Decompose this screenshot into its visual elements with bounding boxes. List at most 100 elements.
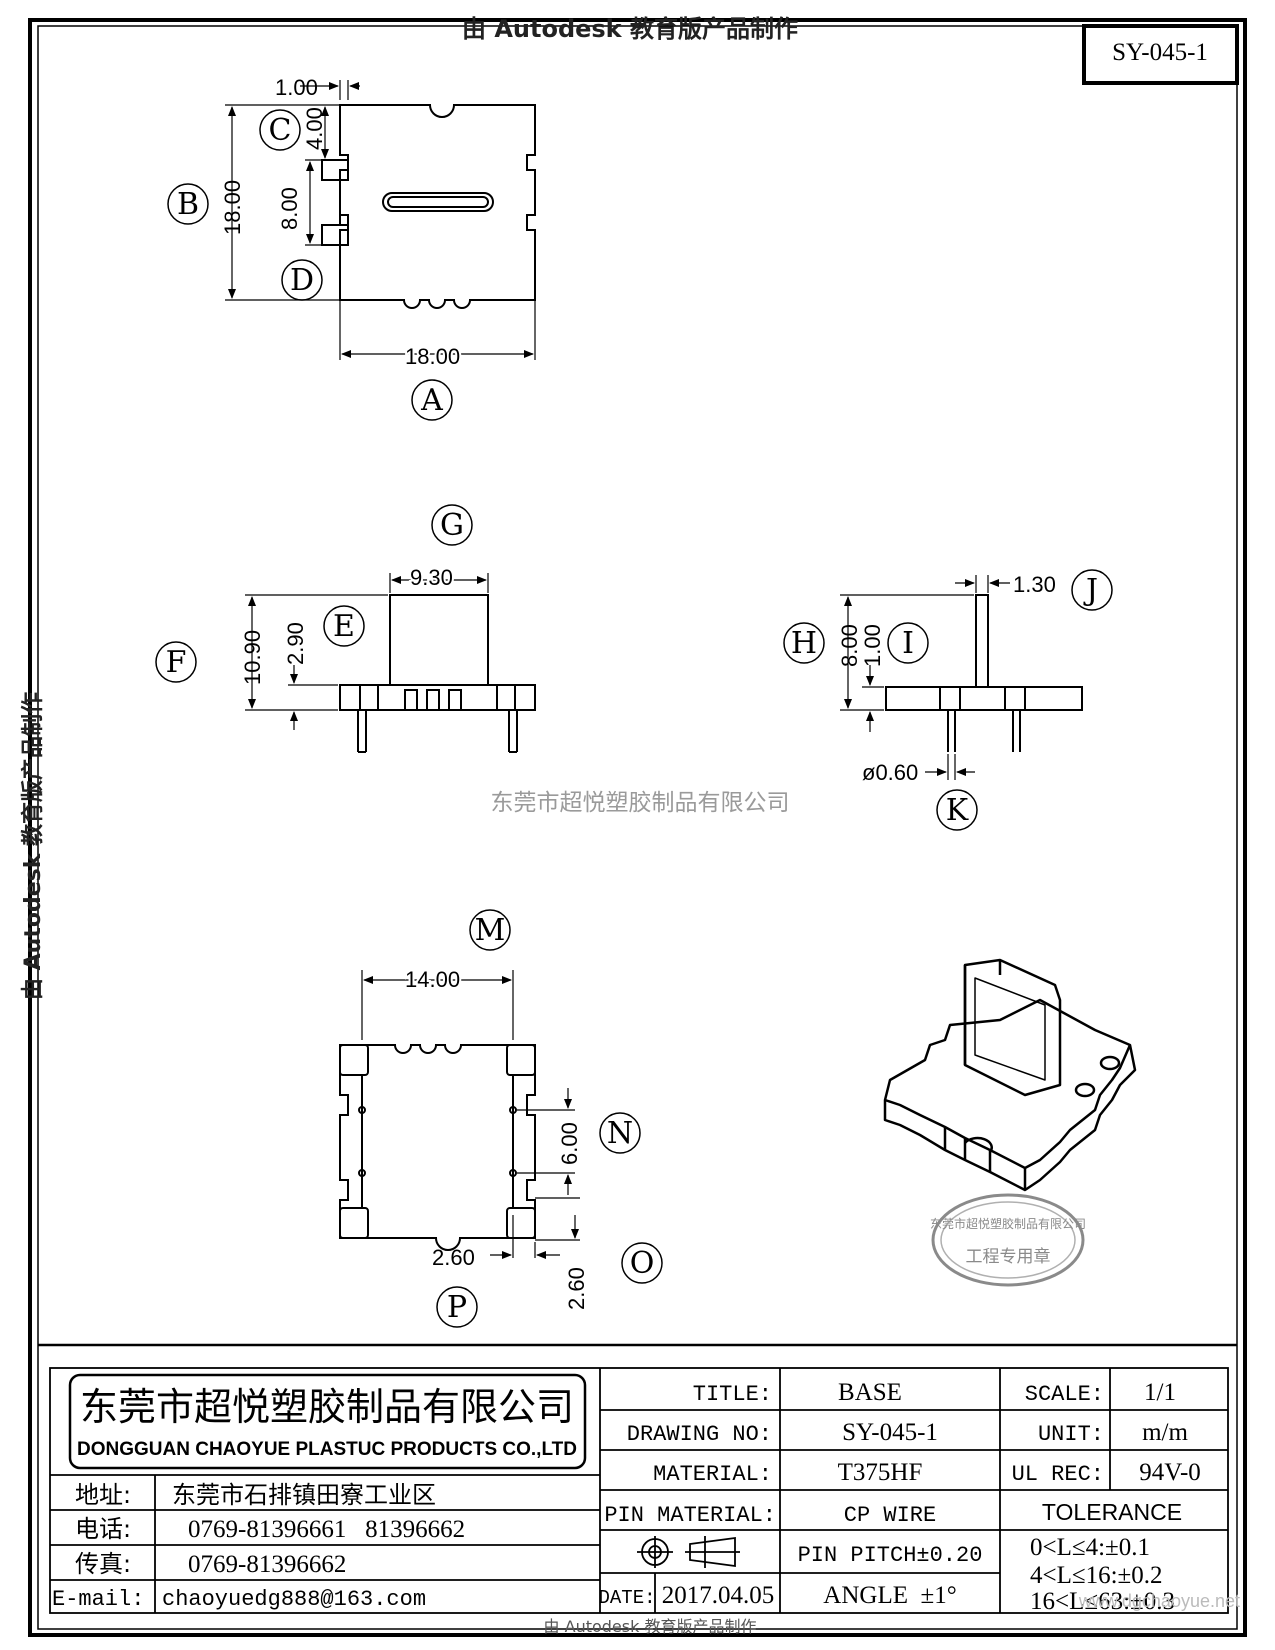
label-d: D — [281, 259, 323, 301]
svg-text:F: F — [166, 645, 187, 680]
label-e: E — [323, 605, 365, 647]
svg-text:C: C — [269, 113, 292, 148]
unit-value: m/m — [1142, 1419, 1188, 1446]
dim-side-base: 1.00 — [860, 624, 885, 667]
watermark-center: 东莞市超悦塑胶制品有限公司 — [491, 790, 790, 816]
svg-text:E: E — [333, 609, 355, 644]
company-name-cn: 东莞市超悦塑胶制品有限公司 — [80, 1385, 574, 1429]
title-value: BASE — [838, 1379, 902, 1406]
svg-text:K: K — [946, 793, 969, 828]
ul-value: 94V-0 — [1139, 1459, 1201, 1486]
drawing-id-box — [1082, 24, 1239, 85]
label-b: B — [167, 183, 209, 225]
bottom-view-dims — [361, 970, 580, 1259]
label-f: F — [155, 641, 197, 683]
dim-side-height: 8.00 — [837, 624, 862, 667]
scale-label: SCALE: — [1025, 1382, 1104, 1407]
svg-text:J: J — [1083, 573, 1098, 608]
svg-text:B: B — [177, 187, 199, 222]
dim-top-height: 18.00 — [220, 180, 245, 235]
dim-top-pin-span: 8.00 — [277, 187, 302, 230]
dim-front-total-height: 10.90 — [240, 630, 265, 685]
label-p: P — [436, 1286, 478, 1328]
side-view-dims — [840, 575, 1010, 780]
svg-text:N: N — [607, 1116, 633, 1151]
stamp-text: 工程专用章 — [966, 1247, 1051, 1267]
svg-text:O: O — [630, 1246, 655, 1281]
projection-symbol — [637, 1536, 740, 1568]
watermark-side: 由 Autodesk 教育版产品制作 — [20, 692, 46, 1000]
dim-top-pin-offset: 1.00 — [275, 75, 318, 100]
email-label: E-mail: — [52, 1587, 144, 1612]
watermark-top: 由 Autodesk 教育版产品制作 — [462, 15, 798, 43]
dim-bottom-pin-span-x: 14.00 — [405, 967, 460, 992]
dim-bottom-pin-span-y: 6.00 — [557, 1122, 582, 1165]
material-label: MATERIAL: — [653, 1462, 772, 1487]
dim-front-wall-width: 9.30 — [410, 565, 453, 590]
dim-top-pin-top: 4.00 — [302, 107, 327, 150]
label-o: O — [621, 1242, 663, 1284]
dim-bottom-offset-x: 2.60 — [432, 1245, 475, 1270]
svg-text:M: M — [475, 913, 506, 948]
phone-value: 0769-81396661 81396662 — [188, 1516, 465, 1543]
label-c: C — [259, 109, 301, 151]
top-view — [321, 104, 536, 309]
fax-label: 传真: — [75, 1550, 131, 1578]
engineering-stamp: 东莞市超悦塑胶制品有限公司 工程专用章 — [930, 1193, 1086, 1287]
watermark-footer: 由 Autodesk 教育版产品制作 — [544, 1617, 757, 1636]
ul-label: UL REC: — [1012, 1462, 1104, 1487]
dim-bottom-offset-y: 2.60 — [564, 1267, 589, 1310]
svg-text:P: P — [447, 1290, 467, 1325]
isometric-view — [883, 958, 1137, 1192]
label-a: A — [411, 379, 453, 421]
bottom-view — [339, 1044, 536, 1251]
phone-label: 电话: — [75, 1515, 131, 1543]
svg-text:H: H — [791, 626, 817, 661]
company-name-en: DONGGUAN CHAOYUE PLASTUC PRODUCTS CO.,LT… — [77, 1439, 577, 1460]
svg-text:东莞市超悦塑胶制品有限公司: 东莞市超悦塑胶制品有限公司 — [930, 1216, 1086, 1231]
title-label: TITLE: — [693, 1382, 772, 1407]
pin-pitch-value: PIN PITCH±0.20 — [798, 1543, 983, 1568]
drawing-no-value: SY-045-1 — [842, 1419, 938, 1446]
email-value: chaoyuedg888@163.com — [162, 1587, 426, 1612]
tolerance-1: 0<L≤4:±0.1 — [1030, 1534, 1150, 1561]
pin-material-value: CP WIRE — [844, 1503, 936, 1528]
address-value: 东莞市石排镇田寮工业区 — [172, 1481, 436, 1509]
svg-text:G: G — [440, 508, 464, 543]
label-g: G — [431, 504, 473, 546]
unit-label: UNIT: — [1038, 1422, 1104, 1447]
title-block-grid — [49, 1367, 1229, 1614]
sheet-border-inner — [37, 25, 1238, 1630]
top-view-dims — [225, 80, 536, 360]
company-logo-frame — [68, 1373, 587, 1470]
label-h: H — [783, 622, 825, 664]
watermark-site: www.dgchaoyue.net — [1078, 1591, 1240, 1611]
address-label: 地址: — [75, 1481, 131, 1509]
material-value: T375HF — [838, 1459, 923, 1486]
dim-top-width: 18.00 — [405, 344, 460, 369]
side-view — [885, 594, 1083, 752]
label-n: N — [599, 1112, 641, 1154]
tolerance-3: 16<L≤63:±0.3 — [1030, 1588, 1175, 1615]
label-k: K — [936, 789, 978, 831]
tolerance-label: TOLERANCE — [1042, 1499, 1182, 1525]
fax-value: 0769-81396662 — [188, 1551, 346, 1578]
date-label: DATE: — [598, 1587, 655, 1609]
svg-text:A: A — [420, 383, 443, 418]
scale-value: 1/1 — [1144, 1379, 1176, 1406]
dim-side-pin-dia: ø0.60 — [862, 760, 918, 785]
pin-material-label: PIN MATERIAL: — [604, 1503, 776, 1528]
dim-side-wall-thk: 1.30 — [1013, 572, 1056, 597]
angle-value: ANGLE ±1° — [823, 1582, 956, 1609]
svg-text:D: D — [290, 263, 314, 298]
sheet-border-outer — [28, 18, 1247, 1637]
label-j: J — [1071, 569, 1113, 611]
label-i: I — [887, 622, 929, 664]
dim-front-base-height: 2.90 — [283, 622, 308, 665]
date-value: 2017.04.05 — [662, 1582, 775, 1609]
front-view — [339, 594, 536, 753]
svg-text:I: I — [902, 626, 914, 661]
drawing-no-label: DRAWING NO: — [627, 1422, 772, 1447]
drawing-id: SY-045-1 — [1112, 39, 1208, 66]
